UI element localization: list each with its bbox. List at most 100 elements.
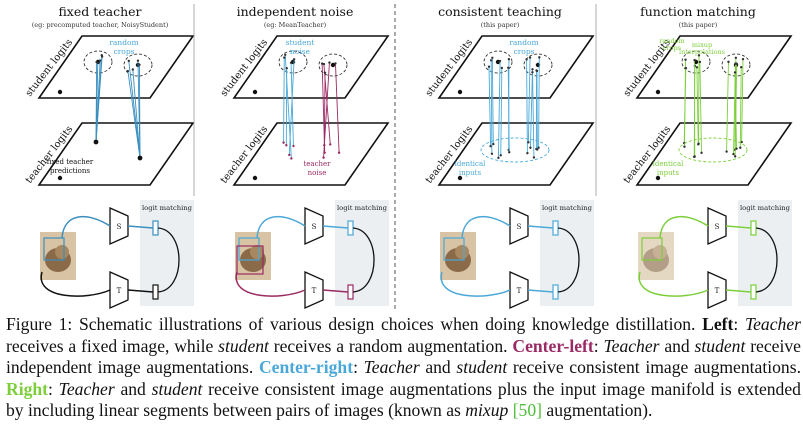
logit-matching-label: logit matching <box>542 204 593 212</box>
teacher-point <box>497 156 500 160</box>
teacher-point <box>499 154 502 157</box>
identical-inputs-cluster <box>678 137 748 163</box>
logit-matching-label: logit matching <box>740 204 791 212</box>
logit-point <box>57 175 63 181</box>
crop-point <box>693 58 696 62</box>
panel-title: independent noise <box>237 4 354 19</box>
student-logits-label: student logits <box>24 37 75 99</box>
teacher-point <box>683 145 686 148</box>
crop-point <box>500 66 504 70</box>
teacher-network-label: T <box>517 287 522 295</box>
panel-title: fixed teacher <box>58 4 141 19</box>
figure-caption: Figure 1: Schematic illustrations of var… <box>6 314 801 421</box>
student-input-path <box>256 215 306 239</box>
logit-point <box>252 175 258 181</box>
logit-matching-panel <box>335 200 389 306</box>
student-network <box>707 206 727 246</box>
teacher-logits-label: teacher logits <box>24 124 76 186</box>
crop-point <box>284 53 287 57</box>
crop-point <box>528 56 532 59</box>
matching-line <box>527 57 531 143</box>
student-logits-label: student logits <box>424 37 475 99</box>
logit-matching-arc <box>557 227 580 293</box>
crop-point <box>292 58 296 61</box>
teacher-point <box>290 157 293 160</box>
student-network-label: S <box>517 223 522 231</box>
logit-point <box>655 89 661 95</box>
crop-point <box>740 66 743 69</box>
teacher-logit-bar <box>750 284 757 300</box>
crop-point <box>328 61 331 64</box>
student-output-path <box>322 225 349 229</box>
crop-point <box>95 60 98 64</box>
crop-cluster <box>483 50 513 74</box>
teacher-point <box>735 147 738 150</box>
note-bottom: identical <box>455 160 487 168</box>
student-network-label: S <box>715 223 720 231</box>
student-output-path <box>725 225 752 229</box>
note-bottom: inputs <box>459 169 482 177</box>
teacher-output-path <box>322 289 349 293</box>
panel-subtitle: (eg: MeanTeacher) <box>264 21 327 29</box>
teacher-point <box>700 151 703 155</box>
caption-text: student <box>694 335 746 356</box>
logit-matching-panel <box>738 200 792 306</box>
matching-line <box>138 64 141 159</box>
matching-line <box>288 59 295 155</box>
note-top-mixup: interpolations <box>679 48 725 56</box>
crop-point <box>127 59 130 63</box>
teacher-point <box>739 146 742 149</box>
crop-point <box>697 54 701 57</box>
teacher-point <box>537 146 540 149</box>
note-top-mixup: mixup <box>692 41 712 49</box>
crop-point <box>531 71 534 74</box>
teacher-input-path <box>440 271 511 297</box>
matching-line <box>488 66 492 147</box>
caption-text: Teacher <box>603 335 660 356</box>
fixed-teacher-point <box>137 155 143 161</box>
student-output-path <box>127 225 154 229</box>
matching-line <box>497 61 501 158</box>
student-logits-plane <box>37 35 195 99</box>
logit-matching-label: logit matching <box>337 204 388 212</box>
caption-center-left-label: Center-left <box>512 335 594 356</box>
logit-point <box>252 89 258 95</box>
teacher-point <box>323 151 326 154</box>
matching-line <box>491 57 494 145</box>
teacher-point <box>329 143 332 146</box>
panel-subtitle: (eg: precomputed teacher, NoisyStudent) <box>32 21 169 29</box>
student-logit-bar <box>750 220 757 236</box>
student-output-path <box>527 225 554 229</box>
identical-inputs-cluster <box>480 137 550 163</box>
crop-point <box>734 56 738 60</box>
caption-prefix: Figure 1: Schematic illustrations of var… <box>6 314 696 334</box>
logit-matching-arc <box>157 227 180 293</box>
crop-cluster <box>681 50 711 74</box>
matching-line <box>490 60 493 154</box>
caption-text: receive consistent image augmentations p… <box>6 378 801 421</box>
crop-point <box>695 66 699 69</box>
matching-line <box>699 61 702 153</box>
crop-cluster <box>278 50 308 74</box>
logit-matching-arc <box>352 227 375 293</box>
student-input-path <box>61 215 111 239</box>
teacher-point <box>697 142 700 145</box>
note-top: random <box>659 37 684 45</box>
student-logit-bar <box>552 220 559 236</box>
note-top: random <box>509 38 538 47</box>
teacher-point <box>532 156 536 159</box>
note-bottom: noise <box>308 169 327 177</box>
teacher-point <box>337 151 341 154</box>
citation-link[interactable]: [50] <box>512 400 543 420</box>
teacher-network-label: T <box>312 287 317 295</box>
figure-diagram: fixed teacher (eg: precomputed teacher, N… <box>24 4 793 310</box>
caption-text: Teacher <box>363 357 420 377</box>
teacher-point <box>508 151 511 154</box>
note-top: crops <box>114 47 135 56</box>
student-logit-bar <box>152 220 159 236</box>
matching-line <box>739 67 742 148</box>
crop-cluster <box>123 53 153 77</box>
caption-text: and <box>120 378 146 399</box>
teacher-network <box>509 270 529 310</box>
teacher-logits-plane <box>437 122 595 186</box>
